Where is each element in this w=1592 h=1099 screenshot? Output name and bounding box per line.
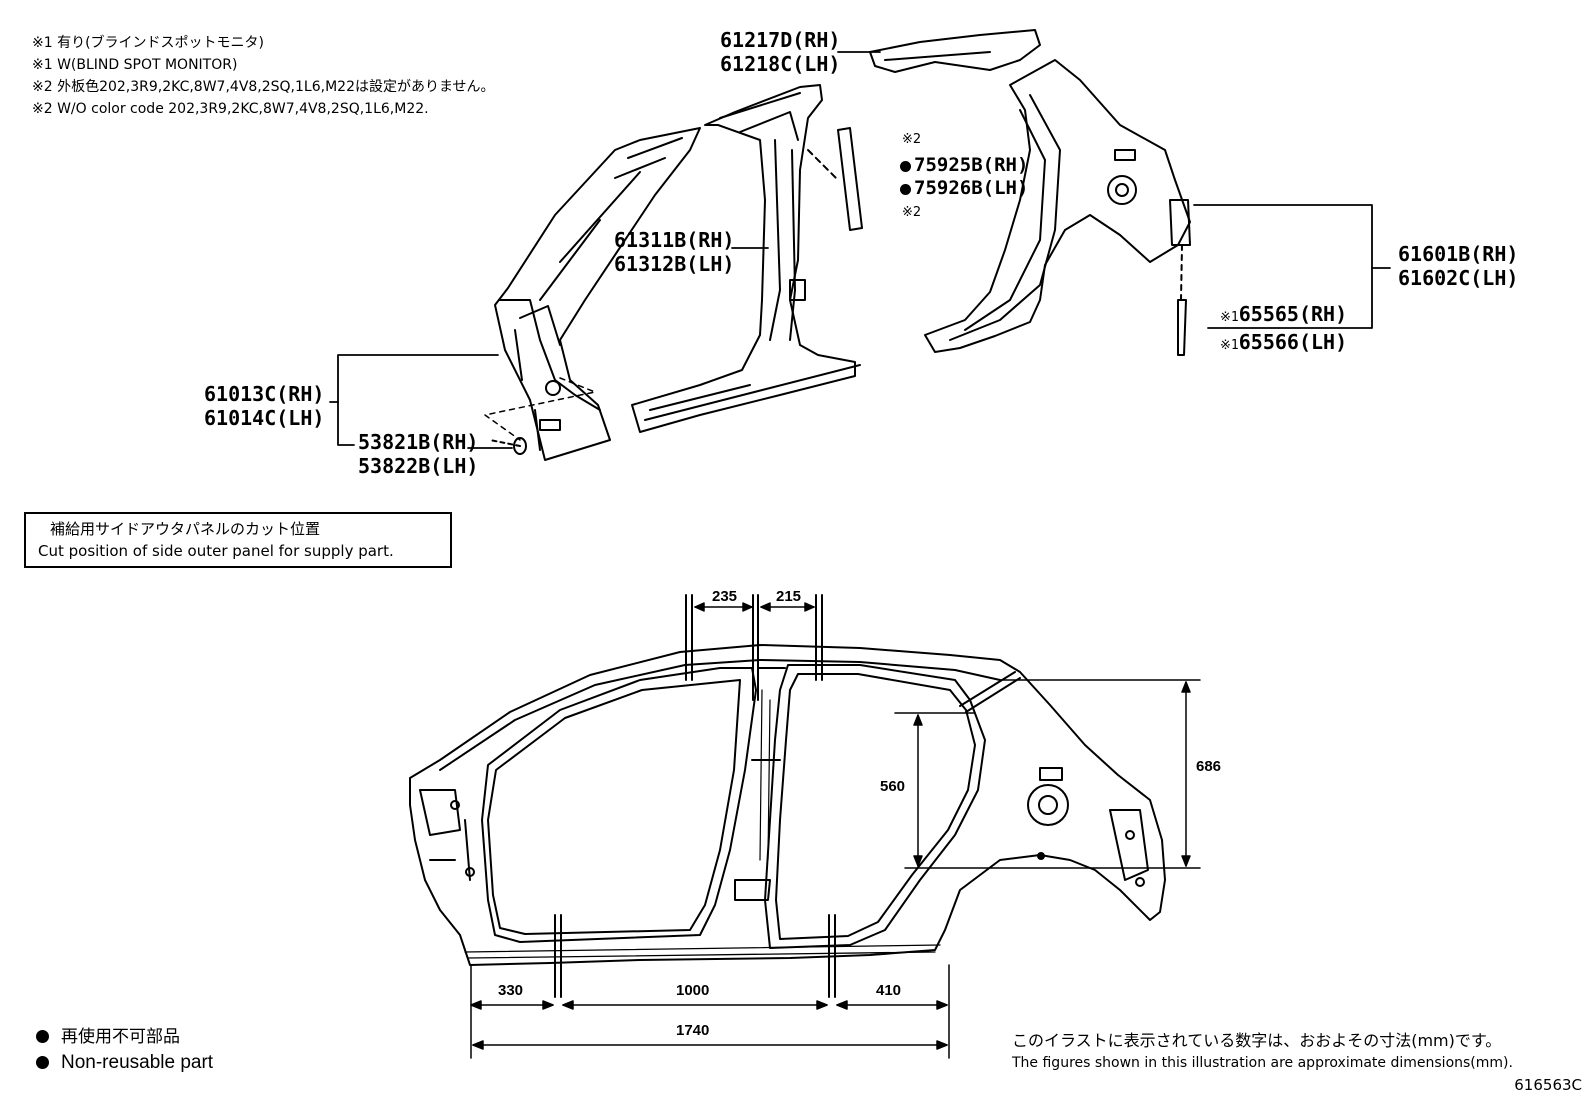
part-label-rh: 61311B(RH) bbox=[614, 228, 735, 252]
dimension-label: 235 bbox=[712, 588, 738, 605]
part-label-lh: 61014C(LH) bbox=[204, 406, 325, 430]
leader-lines-upper bbox=[329, 51, 1391, 449]
cut-position-caption: 補給用サイドアウタパネルのカット位置 Cut position of side … bbox=[24, 512, 452, 568]
dimension-label: 686 bbox=[1196, 758, 1222, 775]
dimension-label: 560 bbox=[880, 778, 906, 795]
quarter-panel-drawing bbox=[924, 59, 1191, 353]
part-label-lh: 53822B(LH) bbox=[358, 454, 479, 478]
legend-item: Non-reusable part bbox=[36, 1050, 213, 1076]
non-reusable-dot-icon bbox=[36, 1030, 49, 1043]
part-label-rh: 75925B(RH) bbox=[900, 154, 1028, 177]
cut-lines bbox=[554, 594, 1021, 998]
part-label-rh: 61013C(RH) bbox=[204, 382, 325, 406]
pillar-garnish-part-number: 75925B(RH) 75926B(LH) bbox=[900, 154, 1028, 200]
bracket-drawing bbox=[1177, 244, 1187, 356]
part-label-lh: 75926B(LH) bbox=[900, 177, 1028, 200]
plug-drawing bbox=[489, 437, 527, 455]
part-label-rh: 61601B(RH) bbox=[1398, 242, 1519, 266]
side-outer-panel-drawing bbox=[409, 644, 1166, 966]
roof-rail-part-number: 61217D(RH) 61218C(LH) bbox=[720, 28, 840, 76]
center-pillar-drawing bbox=[631, 84, 861, 433]
quarter-panel-part-number: 61601B(RH) 61602C(LH) bbox=[1398, 242, 1518, 290]
part-label-lh: ※165566(LH) bbox=[1220, 330, 1348, 354]
non-reusable-dot-icon bbox=[900, 184, 911, 195]
part-label-rh: 61217D(RH) bbox=[720, 28, 841, 52]
front-pillar-part-number: 61013C(RH) 61014C(LH) bbox=[204, 382, 324, 430]
note-line: ※1 有り(ブラインドスポットモニタ) bbox=[32, 35, 265, 51]
pillar-garnish-drawing bbox=[807, 127, 863, 231]
dimension-label: 1000 bbox=[676, 982, 710, 999]
dimension-label: 410 bbox=[876, 982, 902, 999]
footer-note: このイラストに表示されている数字は、おおよその寸法(mm)です。 The fig… bbox=[1012, 1030, 1513, 1074]
part-label-lh: 61218C(LH) bbox=[720, 52, 841, 76]
part-label-rh: ※165565(RH) bbox=[1220, 302, 1348, 326]
plug-part-number: 53821B(RH) 53822B(LH) bbox=[358, 430, 478, 478]
non-reusable-dot-icon bbox=[36, 1056, 49, 1069]
note2-marker: ※2 bbox=[902, 205, 922, 220]
bracket-part-number: ※165565(RH) ※165566(LH) bbox=[1220, 302, 1347, 358]
illustration-code: 616563C bbox=[1514, 1076, 1582, 1094]
dimension-label: 1740 bbox=[676, 1022, 710, 1039]
dimension-label: 330 bbox=[498, 982, 524, 999]
caption-ja: 補給用サイドアウタパネルのカット位置 bbox=[50, 520, 321, 538]
non-reusable-dot-icon bbox=[900, 161, 911, 172]
note2-marker: ※2 bbox=[902, 132, 922, 147]
note-line: ※2 外板色202,3R9,2KC,8W7,4V8,2SQ,1L6,M22は設定… bbox=[32, 79, 495, 95]
roof-rail-drawing bbox=[869, 29, 1041, 73]
part-label-lh: 61312B(LH) bbox=[614, 252, 735, 276]
front-pillar-drawing bbox=[494, 127, 701, 461]
legend: 再使用不可部品 Non-reusable part bbox=[36, 1024, 213, 1076]
center-pillar-part-number: 61311B(RH) 61312B(LH) bbox=[614, 228, 734, 276]
note-line: ※1 W(BLIND SPOT MONITOR) bbox=[32, 57, 238, 73]
dimension-lines bbox=[470, 602, 1201, 1059]
part-label-lh: 61602C(LH) bbox=[1398, 266, 1519, 290]
legend-item: 再使用不可部品 bbox=[36, 1024, 213, 1050]
notes-block: ※1 有り(ブラインドスポットモニタ) ※1 W(BLIND SPOT MONI… bbox=[32, 32, 495, 120]
part-label-rh: 53821B(RH) bbox=[358, 430, 479, 454]
footer-note-en: The figures shown in this illustration a… bbox=[1012, 1055, 1513, 1071]
footer-note-ja: このイラストに表示されている数字は、おおよその寸法(mm)です。 bbox=[1012, 1031, 1502, 1050]
caption-en: Cut position of side outer panel for sup… bbox=[38, 542, 394, 560]
dimension-label: 215 bbox=[776, 588, 802, 605]
note-line: ※2 W/O color code 202,3R9,2KC,8W7,4V8,2S… bbox=[32, 101, 429, 117]
